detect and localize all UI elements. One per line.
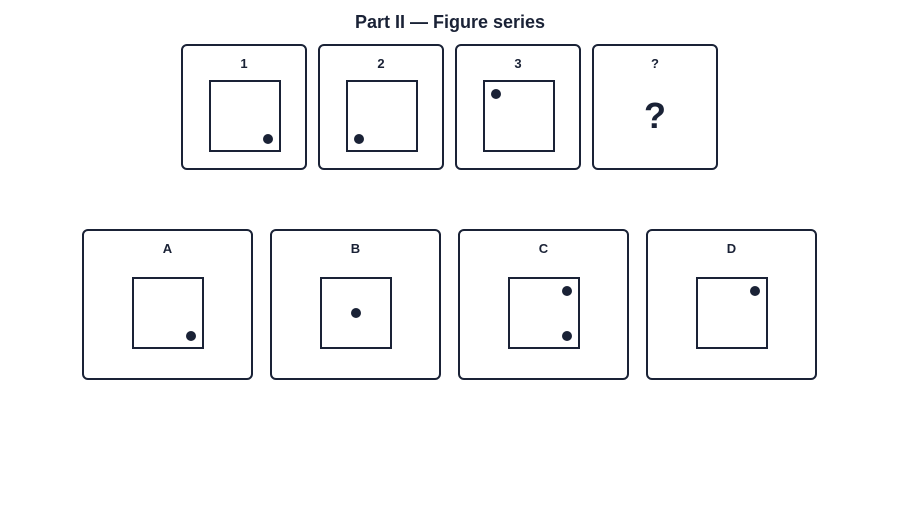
series-figure-label: ? [651,56,659,71]
option-label: B [350,241,361,256]
option-b[interactable]: B [270,229,441,380]
dot-top-left [491,89,501,99]
series-figure-label: 2 [377,56,385,71]
dot-bottom-right [186,331,196,341]
square-frame [696,277,768,349]
option-label: D [726,241,737,256]
series-figure-missing: ? ? [592,44,718,170]
square-frame [346,80,418,152]
series-figure-label: 3 [514,56,522,71]
dot-top-right [562,286,572,296]
option-c[interactable]: C [458,229,629,380]
option-label: C [538,241,549,256]
square-frame [320,277,392,349]
option-a[interactable]: A [82,229,253,380]
option-d[interactable]: D [646,229,817,380]
square-frame [209,80,281,152]
dot-bottom-left [354,134,364,144]
series-figure-3: 3 [455,44,581,170]
dot-center [351,308,361,318]
series-figure-2: 2 [318,44,444,170]
square-frame [483,80,555,152]
series-figure-1: 1 [181,44,307,170]
missing-figure-question-mark: ? [644,95,666,136]
dot-top-right [750,286,760,296]
square-frame [132,277,204,349]
option-label: A [162,241,173,256]
square-frame [508,277,580,349]
series-figure-label: 1 [240,56,248,71]
dot-bottom-right [562,331,572,341]
dot-bottom-right [263,134,273,144]
page-title: Part II — Figure series [354,12,546,32]
